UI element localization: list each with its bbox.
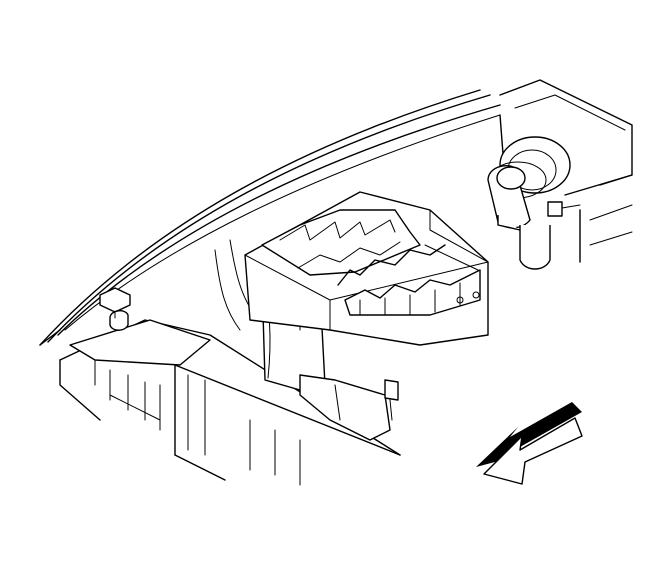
reservoir-component [487, 136, 581, 270]
hood-bumper-stop [99, 287, 131, 331]
fuse-box [244, 191, 489, 346]
cowl-panel [499, 79, 633, 263]
front-direction-arrow-icon [476, 402, 583, 485]
radiator-support [59, 319, 401, 486]
